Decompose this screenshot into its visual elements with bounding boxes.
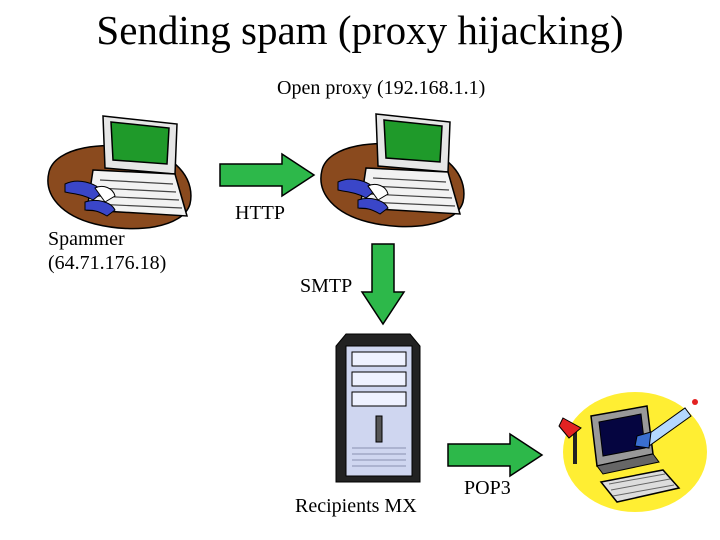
mx-server-icon <box>335 333 421 483</box>
spammer-computer-icon <box>47 115 192 230</box>
proxy-computer-icon <box>320 113 465 228</box>
http-arrow <box>219 152 316 198</box>
http-edge-label: HTTP <box>235 202 285 224</box>
smtp-arrow <box>360 243 406 326</box>
proxy-label: Open proxy (192.168.1.1) <box>277 77 486 99</box>
pop3-edge-label: POP3 <box>464 477 511 499</box>
mx-label: Recipients MX <box>295 495 417 517</box>
spammer-ip-label: (64.71.176.18) <box>48 252 167 274</box>
page-title: Sending spam (proxy hijacking) <box>96 7 624 53</box>
spammer-label: Spammer <box>48 228 125 250</box>
pop3-arrow <box>447 432 544 478</box>
recipient-computer-icon <box>558 392 707 512</box>
smtp-edge-label: SMTP <box>300 275 353 297</box>
